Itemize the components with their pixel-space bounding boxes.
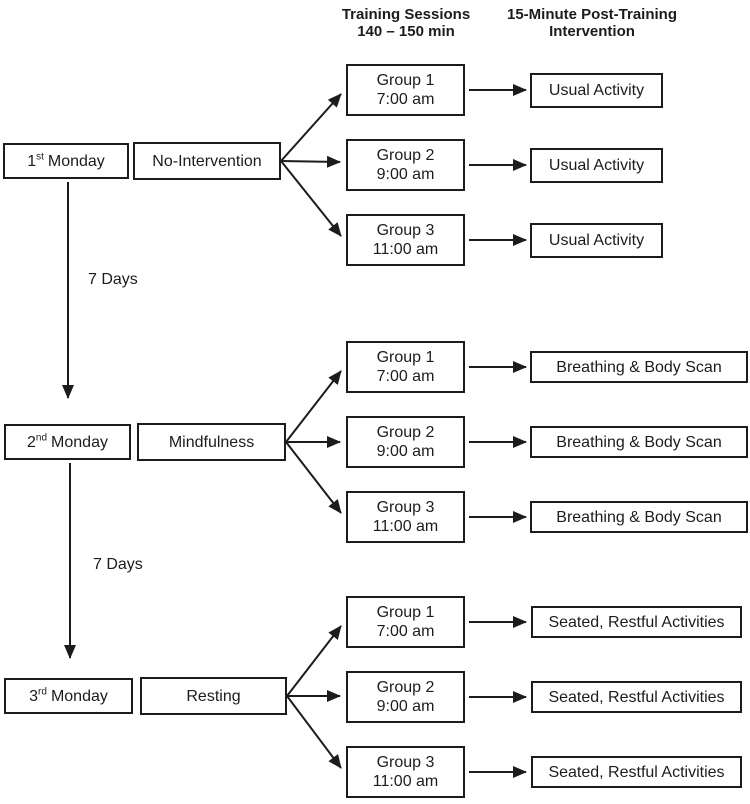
intervention-label-3: Resting: [186, 687, 241, 705]
group-name: Group 1: [376, 349, 435, 366]
group-name: Group 3: [376, 222, 435, 239]
column-header-training: Training Sessions 140 – 150 min: [316, 6, 496, 40]
group-box-2-1: Group 1 7:00 am: [346, 341, 465, 393]
column-header-post: 15-Minute Post-Training Intervention: [492, 6, 692, 40]
group-time: 9:00 am: [376, 698, 435, 715]
intervention-label-2: Mindfulness: [168, 433, 255, 451]
post-activity-label: Seated, Restful Activities: [548, 763, 725, 781]
group-time: 11:00 am: [372, 773, 439, 790]
intervention-box-3: Resting: [140, 677, 287, 715]
seven-days-label-1: 7 Days: [88, 271, 138, 288]
group-name: Group 1: [376, 72, 435, 89]
training-header-line2: 140 – 150 min: [357, 23, 455, 40]
post-activity-box-2-3: Breathing & Body Scan: [530, 501, 748, 533]
post-activity-label: Usual Activity: [548, 82, 645, 99]
post-activity-label: Usual Activity: [548, 157, 645, 174]
group-box-1-2: Group 2 9:00 am: [346, 139, 465, 191]
group-name: Group 3: [376, 499, 435, 516]
post-activity-label: Seated, Restful Activities: [548, 688, 725, 706]
intervention-box-2: Mindfulness: [137, 423, 286, 461]
post-activity-label: Usual Activity: [548, 232, 645, 249]
group-box-1-3: Group 3 11:00 am: [346, 214, 465, 266]
group-box-3-3: Group 3 11:00 am: [346, 746, 465, 798]
post-activity-label: Breathing & Body Scan: [556, 508, 722, 526]
group-name: Group 1: [376, 604, 435, 621]
group-box-3-1: Group 1 7:00 am: [346, 596, 465, 648]
intervention-label-1: No-Intervention: [152, 152, 262, 170]
seven-days-label-2: 7 Days: [93, 556, 143, 573]
post-activity-box-1-2: Usual Activity: [530, 148, 663, 183]
intervention-box-1: No-Intervention: [133, 142, 281, 180]
group-name: Group 2: [376, 424, 435, 441]
group-time: 9:00 am: [376, 443, 435, 460]
group-name: Group 3: [376, 754, 435, 771]
group-name: Group 2: [376, 679, 435, 696]
group-box-2-3: Group 3 11:00 am: [346, 491, 465, 543]
group-time: 7:00 am: [376, 368, 435, 385]
group-time: 11:00 am: [372, 241, 439, 258]
post-header-line1: 15-Minute Post-Training: [506, 6, 677, 23]
post-activity-label: Seated, Restful Activities: [548, 613, 725, 631]
post-activity-box-3-2: Seated, Restful Activities: [531, 681, 742, 713]
post-activity-box-3-3: Seated, Restful Activities: [531, 756, 742, 788]
group-time: 11:00 am: [372, 518, 439, 535]
post-activity-box-1-1: Usual Activity: [530, 73, 663, 108]
group-name: Group 2: [376, 147, 435, 164]
training-header-line1: Training Sessions: [341, 6, 471, 23]
group-time: 7:00 am: [376, 623, 435, 640]
group-box-1-1: Group 1 7:00 am: [346, 64, 465, 116]
post-activity-box-2-2: Breathing & Body Scan: [530, 426, 748, 458]
group-box-3-2: Group 2 9:00 am: [346, 671, 465, 723]
post-activity-box-3-1: Seated, Restful Activities: [531, 606, 742, 638]
group-time: 7:00 am: [376, 91, 435, 108]
post-activity-box-2-1: Breathing & Body Scan: [530, 351, 748, 383]
group-time: 9:00 am: [376, 166, 435, 183]
post-header-line2: Intervention: [549, 23, 635, 40]
post-activity-label: Breathing & Body Scan: [556, 358, 722, 376]
post-activity-label: Breathing & Body Scan: [556, 433, 722, 451]
post-activity-box-1-3: Usual Activity: [530, 223, 663, 258]
group-box-2-2: Group 2 9:00 am: [346, 416, 465, 468]
